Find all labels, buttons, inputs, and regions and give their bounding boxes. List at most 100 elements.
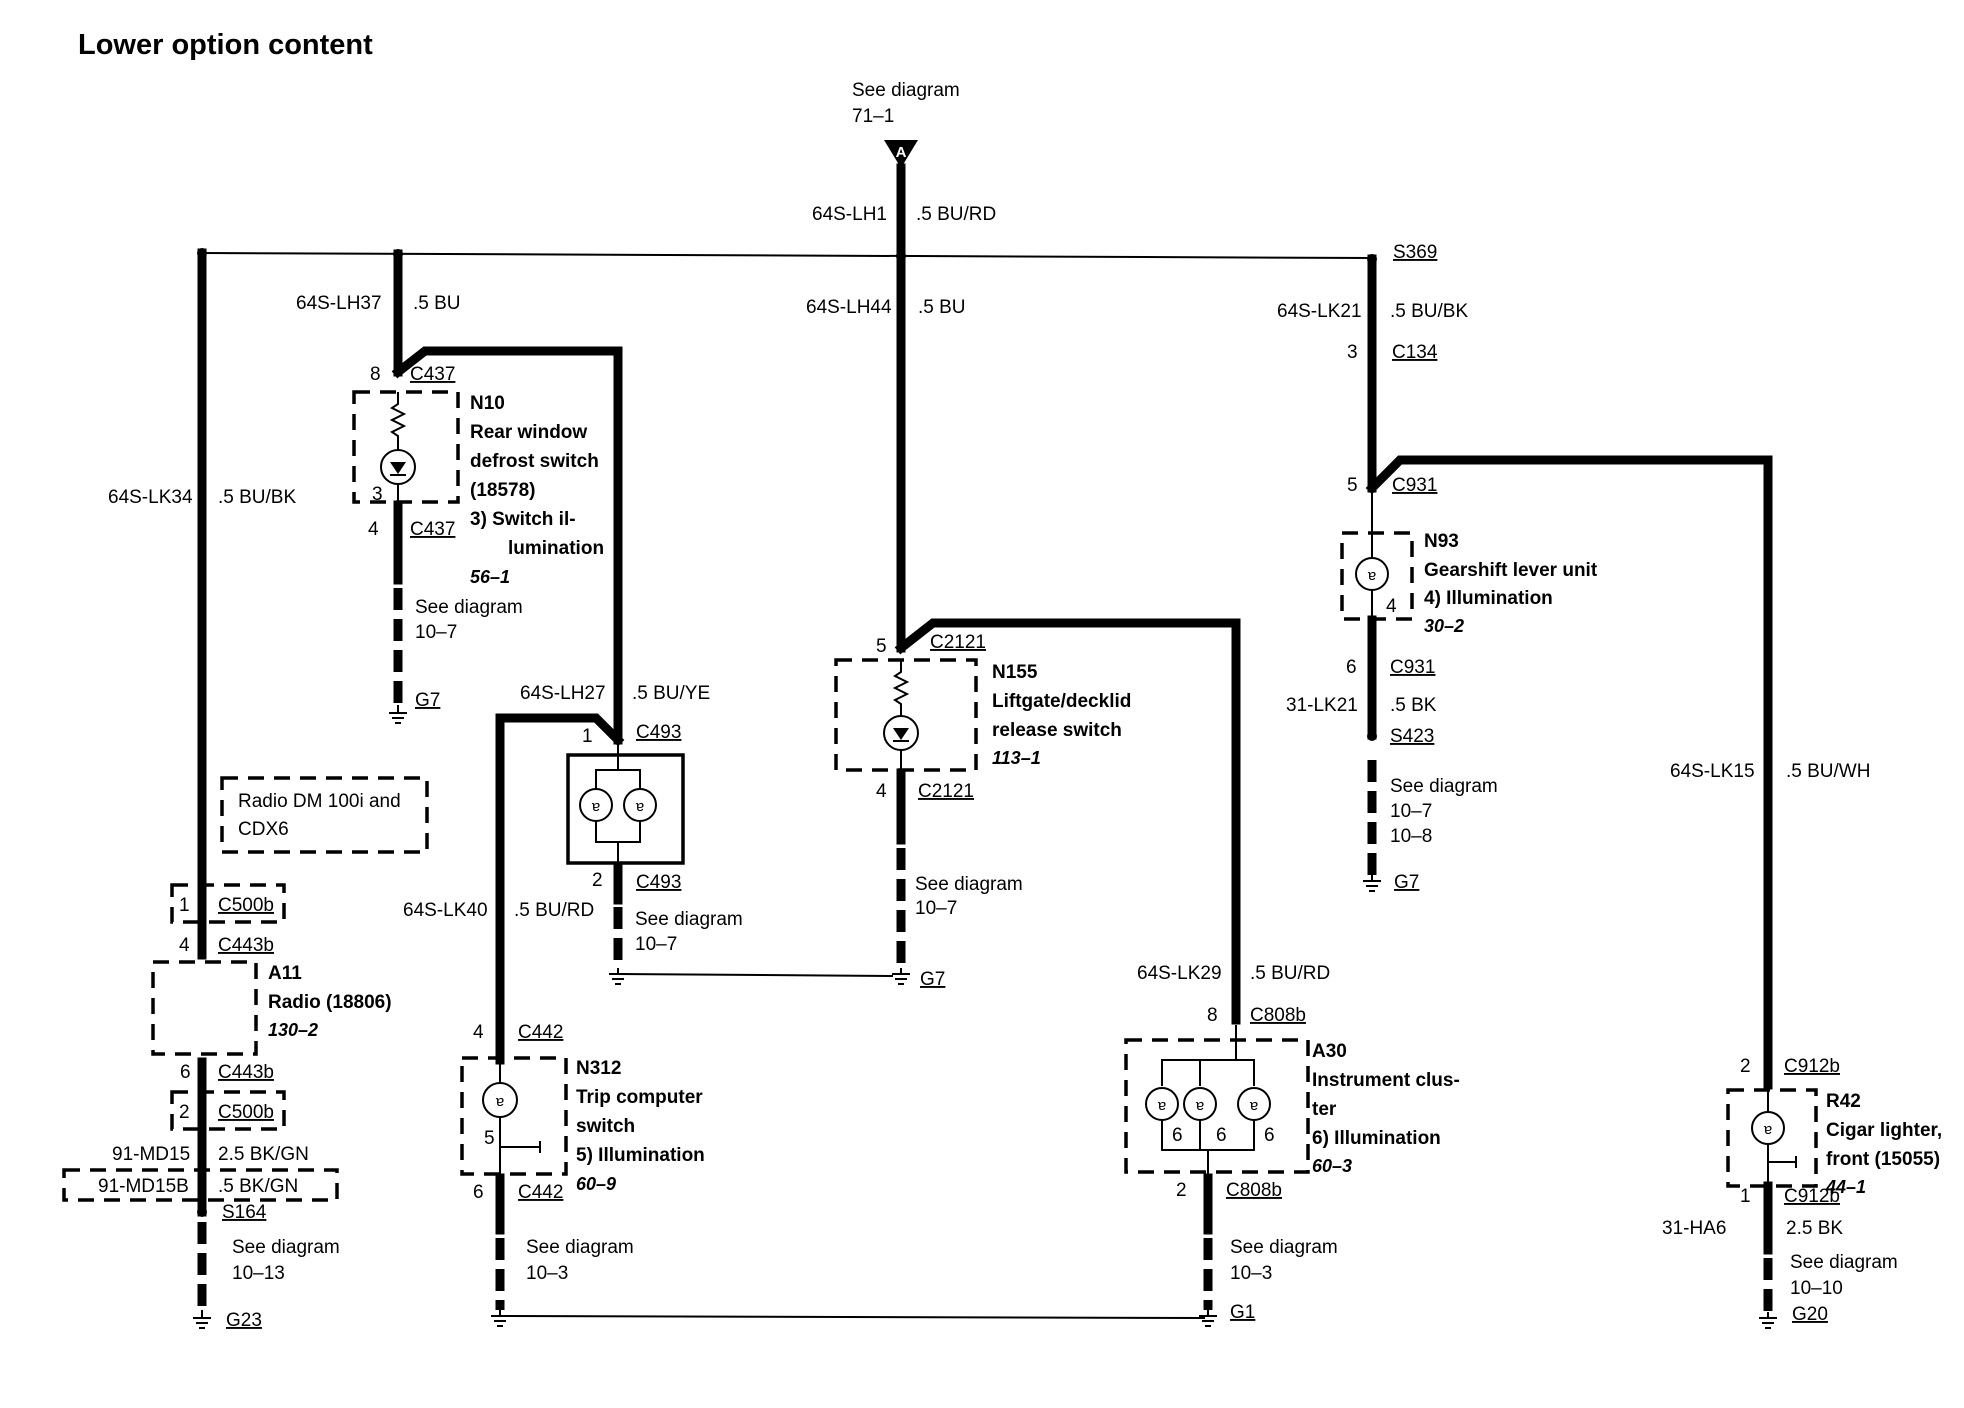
svg-text:3: 3 [372, 484, 383, 505]
component-a30: 64S-LK29 .5 BU/RD 8 C808b ɐ ɐ ɐ 6 6 6 2 … [1124, 963, 1460, 1327]
svg-text:(18578): (18578) [470, 480, 536, 501]
svg-text:56–1: 56–1 [470, 567, 510, 587]
svg-text:10–7: 10–7 [415, 622, 457, 643]
svg-text:8: 8 [1207, 1005, 1218, 1026]
svg-text:See diagram: See diagram [915, 874, 1023, 895]
svg-text:See diagram: See diagram [635, 909, 743, 930]
svg-text:64S-LH37: 64S-LH37 [296, 293, 382, 314]
svg-text:.5 BU/BK: .5 BU/BK [1390, 301, 1468, 322]
svg-text:.5 BU/RD: .5 BU/RD [1250, 963, 1330, 984]
svg-text:10–8: 10–8 [1390, 826, 1432, 847]
svg-text:6: 6 [1172, 1125, 1183, 1146]
svg-text:60–3: 60–3 [1312, 1156, 1352, 1176]
svg-text:6: 6 [1216, 1125, 1227, 1146]
svg-text:.5 BU: .5 BU [413, 293, 461, 314]
component-e69: 64S-LH27 .5 BU/YE 1 C493 ɐ ɐ 2 C493 See … [520, 683, 894, 985]
svg-text:1: 1 [1740, 1186, 1751, 1207]
svg-text:See diagram: See diagram [232, 1237, 340, 1258]
svg-text:4: 4 [473, 1022, 484, 1043]
bus-line [201, 252, 1373, 259]
svg-text:5) Illumination: 5) Illumination [576, 1145, 705, 1166]
svg-text:.5 BU/YE: .5 BU/YE [632, 683, 710, 704]
svg-text:Cigar lighter,: Cigar lighter, [1826, 1120, 1942, 1141]
svg-text:C912b: C912b [1784, 1186, 1840, 1207]
svg-text:See diagram: See diagram [852, 80, 960, 101]
svg-text:C931: C931 [1390, 657, 1435, 678]
svg-text:10–3: 10–3 [526, 1263, 568, 1284]
svg-text:N312: N312 [576, 1058, 621, 1079]
component-n155: 64S-LH44 .5 BU 5 C2121 4 C2121 See diagr… [806, 251, 1241, 1025]
connector-a-marker [884, 140, 918, 168]
svg-text:See diagram: See diagram [1230, 1237, 1338, 1258]
svg-text:2: 2 [1740, 1056, 1751, 1077]
svg-text:44–1: 44–1 [1825, 1177, 1866, 1197]
svg-text:release switch: release switch [992, 720, 1122, 741]
svg-text:ɐ: ɐ [1196, 1097, 1204, 1114]
svg-text:4: 4 [1386, 596, 1397, 617]
svg-text:130–2: 130–2 [268, 1020, 318, 1040]
svg-text:C500b: C500b [218, 895, 274, 916]
svg-text:3: 3 [1347, 342, 1358, 363]
ground-icon [491, 1310, 509, 1327]
svg-text:31-LK21: 31-LK21 [1286, 695, 1358, 716]
svg-text:Liftgate/decklid: Liftgate/decklid [992, 691, 1131, 712]
svg-text:ter: ter [1312, 1099, 1337, 1120]
ground-icon [1363, 875, 1381, 892]
svg-text:Radio DM 100i and: Radio DM 100i and [238, 791, 401, 812]
svg-text:10–7: 10–7 [635, 934, 677, 955]
svg-text:64S-LK34: 64S-LK34 [108, 487, 193, 508]
svg-text:ɐ: ɐ [636, 798, 644, 815]
svg-text:A30: A30 [1312, 1041, 1347, 1062]
svg-text:C808b: C808b [1226, 1180, 1282, 1201]
svg-text:CDX6: CDX6 [238, 819, 289, 840]
svg-text:See diagram: See diagram [526, 1237, 634, 1258]
svg-text:G7: G7 [415, 690, 440, 711]
component-r42: 64S-LK15 .5 BU/WH 2 C912b ɐ 1 C912b 31-H… [1662, 761, 1942, 1329]
svg-text:.5 BU: .5 BU [918, 297, 966, 318]
svg-text:64S-LK21: 64S-LK21 [1277, 301, 1362, 322]
ground-icon [193, 1310, 211, 1329]
svg-text:A11: A11 [268, 963, 302, 984]
svg-text:See diagram: See diagram [1790, 1252, 1898, 1273]
svg-text:64S-LK29: 64S-LK29 [1137, 963, 1222, 984]
svg-text:64S-LH1: 64S-LH1 [812, 204, 887, 225]
svg-text:ɐ: ɐ [1250, 1097, 1258, 1114]
svg-text:G1: G1 [1230, 1302, 1255, 1323]
svg-text:A: A [896, 144, 907, 161]
svg-text:G20: G20 [1792, 1304, 1828, 1325]
svg-text:S423: S423 [1390, 726, 1434, 747]
svg-text:lumination: lumination [508, 538, 604, 559]
svg-text:6: 6 [1264, 1125, 1275, 1146]
svg-text:C437: C437 [410, 364, 455, 385]
svg-text:C493: C493 [636, 872, 681, 893]
svg-text:ɐ: ɐ [1764, 1121, 1772, 1138]
svg-text:6: 6 [473, 1182, 484, 1203]
svg-text:N93: N93 [1424, 531, 1459, 552]
svg-text:10–10: 10–10 [1790, 1278, 1843, 1299]
svg-text:C442: C442 [518, 1022, 563, 1043]
svg-text:6) Illumination: 6) Illumination [1312, 1128, 1441, 1149]
svg-text:31-HA6: 31-HA6 [1662, 1218, 1726, 1239]
svg-text:S369: S369 [1393, 242, 1437, 263]
svg-text:5: 5 [876, 636, 887, 657]
svg-text:6: 6 [180, 1062, 191, 1083]
svg-text:C2121: C2121 [930, 632, 986, 653]
svg-text:10–3: 10–3 [1230, 1263, 1272, 1284]
svg-text:C442: C442 [518, 1182, 563, 1203]
svg-text:C443b: C443b [218, 935, 274, 956]
svg-text:See diagram: See diagram [1390, 776, 1498, 797]
top-feed: See diagram 71–1 A 64S-LH1 .5 BU/RD S369 [197, 80, 1437, 264]
svg-text:ɐ: ɐ [592, 798, 600, 815]
svg-text:3) Switch il-: 3) Switch il- [470, 509, 576, 530]
svg-text:30–2: 30–2 [1424, 616, 1464, 636]
svg-text:.5 BU/BK: .5 BU/BK [218, 487, 296, 508]
svg-text:C931: C931 [1392, 475, 1437, 496]
svg-text:defrost switch: defrost switch [470, 451, 599, 472]
svg-text:G7: G7 [920, 969, 945, 990]
svg-text:1: 1 [582, 726, 593, 747]
svg-text:71–1: 71–1 [852, 106, 894, 127]
svg-text:ɐ: ɐ [496, 1093, 504, 1110]
svg-text:C500b: C500b [218, 1102, 274, 1123]
svg-text:ɐ: ɐ [1158, 1097, 1166, 1114]
